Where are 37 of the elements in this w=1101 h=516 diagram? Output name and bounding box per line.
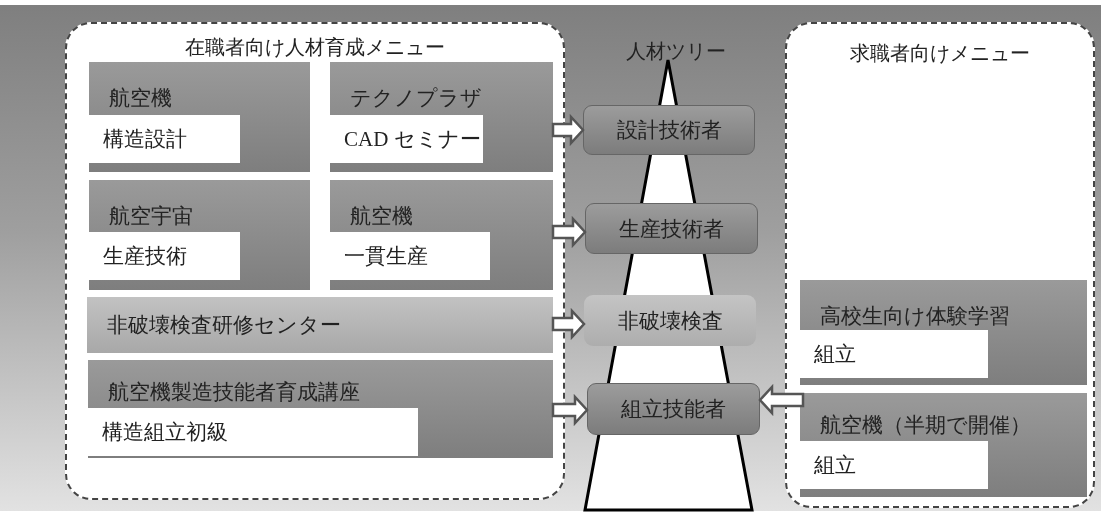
course-label: 組立: [800, 330, 988, 378]
course-box: [87, 297, 553, 353]
menu-panel: [65, 22, 565, 500]
course-label: 組立: [800, 441, 988, 489]
course-title: 航空機: [109, 85, 172, 112]
course-title: 非破壊検査研修センター: [107, 312, 341, 339]
course-box: [800, 393, 1087, 497]
block-arrow: [551, 215, 587, 249]
panel-heading: 求職者向けメニュー: [849, 41, 1031, 66]
course-box: [330, 180, 553, 290]
tree-title: 人材ツリー: [626, 39, 726, 64]
role-box: 組立技能者: [587, 383, 760, 435]
course-label: 生産技術: [89, 232, 240, 280]
course-title: テクノプラザ: [350, 85, 482, 112]
course-label: 一貫生産: [330, 232, 490, 280]
course-title: 高校生向け体験学習: [820, 303, 1010, 330]
course-title: 航空機: [350, 203, 413, 230]
course-box: [800, 280, 1087, 385]
block-arrow: [551, 393, 589, 427]
menu-panel: [785, 22, 1095, 508]
course-label: 構造組立初級: [88, 408, 418, 456]
role-box: 非破壊検査: [584, 295, 756, 346]
role-box: 生産技術者: [585, 203, 758, 254]
role-box: 設計技術者: [583, 105, 755, 155]
course-box: [88, 360, 553, 458]
course-box: [89, 180, 310, 290]
block-arrow: [551, 307, 586, 341]
block-arrow: [758, 383, 805, 417]
course-title: 航空機（半期で開催）: [820, 412, 1031, 439]
course-title: 航空機製造技能者育成講座: [108, 379, 360, 406]
course-label: CAD セミナー: [330, 115, 483, 163]
course-box: [330, 62, 553, 172]
block-arrow: [551, 113, 585, 147]
course-label: 構造設計: [89, 115, 240, 163]
course-title: 航空宇宙: [109, 203, 193, 230]
course-box: [89, 62, 310, 172]
panel-heading: 在職者向け人材育成メニュー: [184, 35, 446, 60]
